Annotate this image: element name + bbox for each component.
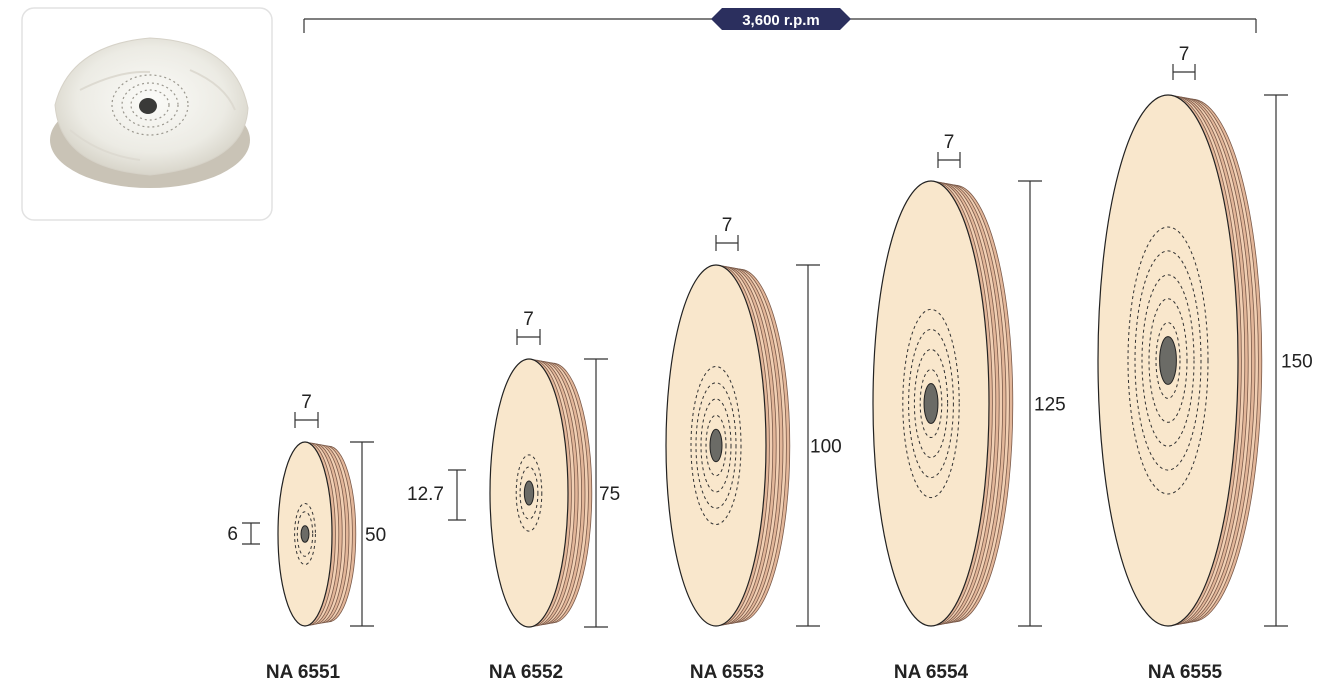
diameter-label: 150 (1281, 352, 1313, 373)
diameter-label: 50 (365, 525, 386, 546)
diameter-label: 100 (810, 437, 842, 458)
speed-label: 3,600 r.p.m (742, 12, 820, 29)
stitch-ring (695, 382, 737, 509)
stitch-ring (296, 511, 314, 557)
photo-bore (139, 98, 157, 114)
stitch-ring (1141, 274, 1195, 447)
speed-range-bracket: 3,600 r.p.m (303, 8, 1257, 33)
stitch-ring (1134, 250, 1202, 471)
wheel-na-6553: 100 7 NA 6553 (665, 215, 842, 683)
diameter-label: 125 (1034, 395, 1066, 416)
width-label: 7 (944, 132, 955, 153)
product-code: NA 6552 (489, 662, 563, 683)
stitch-ring (515, 454, 543, 532)
wheel-na-6554: 125 7 NA 6554 (872, 132, 1066, 683)
stitch-ring (919, 368, 943, 439)
bore-label: 6 (227, 524, 238, 545)
stitch-ring (700, 398, 732, 493)
bore-label: 12.7 (407, 484, 444, 505)
stitch-ring (1127, 226, 1209, 495)
wheel-na-6551: 50 7 6 NA 6551 (227, 392, 386, 683)
bore-hole (709, 428, 723, 463)
wheel-na-6552: 75 7 12.7 NA 6552 (407, 309, 620, 683)
product-code: NA 6555 (1148, 662, 1223, 683)
width-label: 7 (301, 392, 312, 413)
stitch-ring (705, 414, 727, 477)
stitch-ring (519, 466, 539, 520)
product-code: NA 6553 (690, 662, 764, 683)
stitch-ring (913, 348, 949, 459)
width-label: 7 (1179, 44, 1190, 65)
stitch-ring (294, 502, 316, 566)
bore-hole (300, 525, 310, 543)
stitch-ring (902, 308, 960, 499)
diameter-label: 75 (599, 484, 620, 505)
bore-hole (523, 480, 535, 506)
width-label: 7 (722, 215, 733, 236)
stitch-ring (690, 366, 742, 525)
stitch-ring (1148, 298, 1188, 423)
product-code: NA 6551 (266, 662, 341, 683)
product-photo (21, 7, 273, 221)
bore-hole (923, 382, 939, 425)
bore-hole (1159, 336, 1177, 385)
stitch-ring (908, 328, 954, 479)
product-code: NA 6554 (894, 662, 969, 683)
wheel-na-6555: 150 7 NA 6555 (1097, 44, 1313, 683)
stitch-ring (1155, 322, 1181, 399)
wheel-size-list: 50 7 6 NA 6551 75 7 12.7 NA 6552 100 7 NA 6553 125 7… (227, 44, 1312, 683)
width-label: 7 (523, 309, 534, 330)
speed-badge (711, 8, 851, 30)
